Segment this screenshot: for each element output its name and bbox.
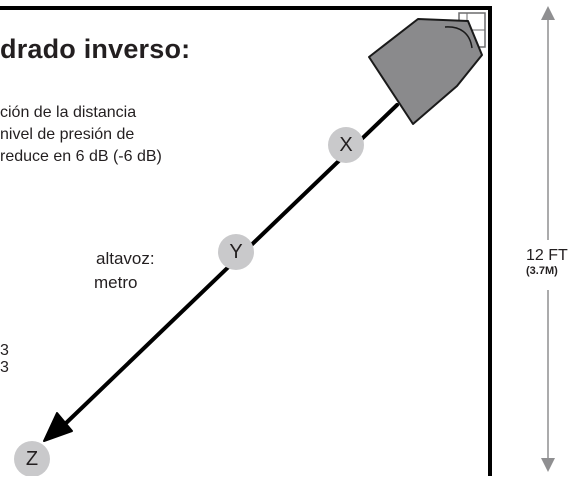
marker-y xyxy=(218,234,254,270)
speaker-note: altavoz: metro xyxy=(0,247,155,295)
marker-y-label: Y xyxy=(229,241,243,263)
description-line: ción de la distancia xyxy=(0,104,137,121)
dimension-label: 12 FT (3.7M) xyxy=(526,247,568,278)
speaker-icon xyxy=(368,18,483,125)
room-walls xyxy=(0,6,492,476)
marker-x xyxy=(328,127,364,163)
level-values: 3 3 xyxy=(0,342,9,376)
level-value: 3 xyxy=(0,359,9,376)
marker-x-label: X xyxy=(339,134,353,156)
speaker-note-line: altavoz: xyxy=(96,249,155,268)
diagram-title: drado inverso: xyxy=(0,34,191,64)
speaker-note-line: metro xyxy=(94,273,138,292)
level-value: 3 xyxy=(0,342,9,359)
dimension-value: 12 FT xyxy=(526,247,568,264)
description-line: reduce en 6 dB (-6 dB) xyxy=(0,148,162,165)
dimension-metric: (3.7M) xyxy=(526,265,558,277)
dimension-arrow-down-icon xyxy=(541,458,555,472)
arrowhead-icon xyxy=(43,412,73,442)
dimension-arrow-up-icon xyxy=(541,6,555,20)
description-line: nivel de presión de xyxy=(0,126,135,143)
marker-z-label: Z xyxy=(25,448,39,470)
description-block: ción de la distancia nivel de presión de… xyxy=(0,102,162,168)
marker-z xyxy=(14,441,50,476)
dimension-marker xyxy=(541,6,555,472)
